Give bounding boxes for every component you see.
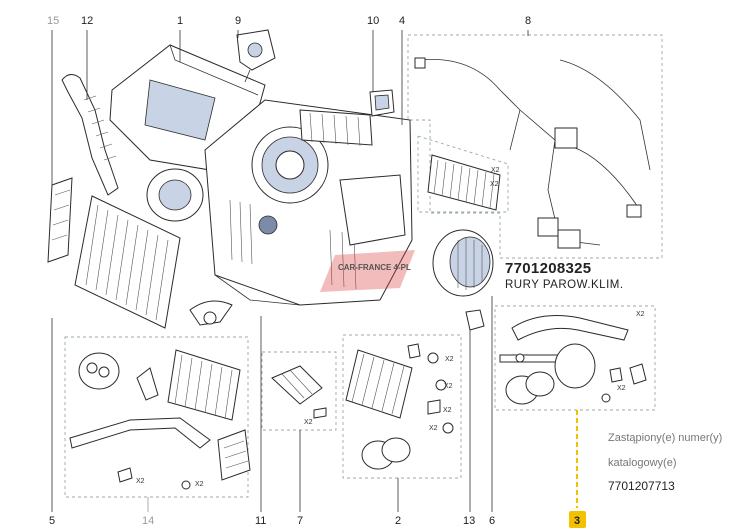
qty-3b: X2: [617, 385, 626, 392]
callout-13: 13: [463, 515, 475, 527]
qty-7: X2: [304, 419, 313, 426]
callout-12: 12: [81, 15, 93, 27]
callout-2: 2: [395, 515, 401, 527]
callout-7: 7: [297, 515, 303, 527]
filter-strip: [47, 177, 73, 263]
callout-8: 8: [525, 15, 531, 27]
qty-14b: X2: [195, 481, 204, 488]
group-14-parts: [69, 349, 251, 490]
wiring-harness: [414, 57, 651, 249]
cabin-filter: [74, 195, 181, 329]
qty-2b: X2: [444, 383, 453, 390]
sensor-10: [369, 89, 395, 117]
leader-lines: [51, 30, 529, 512]
callout-15: 15: [47, 15, 59, 27]
callout-5: 5: [49, 515, 55, 527]
watermark-logo: CAR-FRANCE 4-PL: [320, 250, 415, 292]
group-7-parts: [271, 365, 327, 419]
cover-11: [189, 300, 233, 326]
actuator-9: [236, 29, 276, 83]
qty-14a: X2: [136, 478, 145, 485]
callout-10: 10: [367, 15, 379, 27]
group-box-2: [342, 334, 462, 479]
replacement-note-line2: katalogowy(e): [608, 457, 676, 469]
part-number: 7701208325: [505, 260, 591, 277]
part-description: RURY PAROW.KLIM.: [505, 279, 624, 291]
qty-4b: X2: [490, 181, 499, 188]
qty-4a: X2: [491, 167, 500, 174]
callout-4: 4: [399, 15, 405, 27]
quantity-markers: X2 X2 X2 X2 X2 X2 X2 X2 X2 X2 X2: [136, 167, 645, 488]
callout-3: 3: [574, 515, 580, 527]
replacement-note-line1: Zastąpiony(e) numer(y): [608, 432, 722, 444]
callout-numbers: 15 12 1 9 10 4 8 5 14 11 7 2 13 6: [47, 15, 531, 527]
qty-2a: X2: [445, 356, 454, 363]
group-3-parts: [499, 315, 647, 405]
qty-2d: X2: [429, 425, 438, 432]
group-box-14: [64, 336, 249, 498]
group-box-4: [417, 135, 509, 213]
qty-3a: X2: [636, 311, 645, 318]
group-box-3: [494, 305, 656, 411]
group-box-8: [407, 34, 663, 259]
callout-9: 9: [235, 15, 241, 27]
callout-1: 1: [177, 15, 183, 27]
hvac-housing: [109, 44, 413, 306]
group-2-parts: [345, 343, 454, 470]
replacement-number: 7701207713: [608, 479, 675, 493]
duct-hose: [61, 74, 119, 196]
grommet-13: [465, 309, 485, 331]
blower-motor: [432, 229, 494, 297]
callout-14: 14: [142, 515, 154, 527]
callout-6: 6: [489, 515, 495, 527]
callout-11: 11: [255, 515, 266, 527]
callout-3-badge[interactable]: 3: [569, 511, 586, 528]
heater-core-4: [427, 154, 501, 211]
qty-2c: X2: [443, 407, 452, 414]
group-box-7: [261, 351, 337, 431]
watermark-text: CAR-FRANCE 4-PL: [338, 263, 411, 272]
